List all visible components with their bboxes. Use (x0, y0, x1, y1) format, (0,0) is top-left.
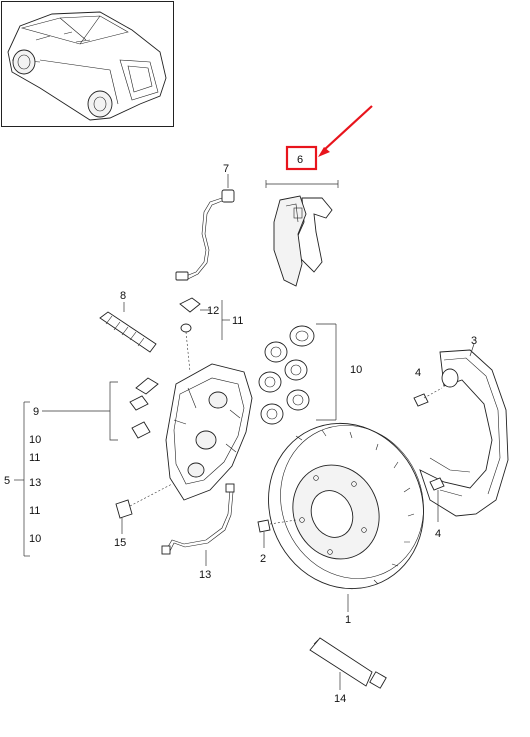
dust-shield-icon (419, 343, 509, 517)
piston-seal-icon (258, 323, 337, 425)
callout-14[interactable]: 14 (334, 693, 346, 705)
wear-sensor-icon (175, 174, 235, 281)
callout-13-hose[interactable]: 13 (199, 569, 211, 581)
callout-10-list-b[interactable]: 10 (29, 533, 41, 545)
pad-clip-icon (42, 377, 159, 441)
bolt-icon (99, 302, 157, 353)
callout-12[interactable]: 12 (207, 305, 219, 317)
bleeder-screw-icon (179, 297, 230, 373)
callout-11-list-a[interactable]: 11 (29, 452, 40, 464)
caliper-icon (129, 363, 253, 507)
callout-10-list-a[interactable]: 10 (29, 434, 41, 446)
highlight-arrow (318, 105, 373, 157)
callout-9[interactable]: 9 (33, 406, 39, 418)
bolt-icon (115, 387, 445, 548)
callout-10-seals[interactable]: 10 (350, 364, 362, 376)
brake-pad-icon (265, 180, 339, 287)
callout-15[interactable]: 15 (114, 537, 126, 549)
callout-5[interactable]: 5 (4, 475, 10, 487)
callout-2[interactable]: 2 (260, 553, 266, 565)
callout-7[interactable]: 7 (223, 163, 229, 175)
callout-1[interactable]: 1 (345, 614, 351, 626)
callout-4-top[interactable]: 4 (415, 367, 421, 379)
brake-hose-icon (161, 483, 235, 566)
callout-8[interactable]: 8 (120, 290, 126, 302)
callout-11-bleeder[interactable]: 11 (232, 315, 243, 327)
highlight-box (285, 145, 318, 171)
callout-6[interactable]: 6 (297, 154, 303, 166)
vehicle-thumbnail-icon (1, 1, 174, 127)
callout-11-list-b[interactable]: 11 (29, 505, 40, 517)
callout-3[interactable]: 3 (471, 335, 477, 347)
callout-13-list[interactable]: 13 (29, 477, 41, 489)
callout-4-bottom[interactable]: 4 (435, 528, 441, 540)
grease-tube-icon (309, 637, 387, 690)
left-bracket (14, 401, 30, 557)
brake-disc-icon (268, 422, 424, 612)
